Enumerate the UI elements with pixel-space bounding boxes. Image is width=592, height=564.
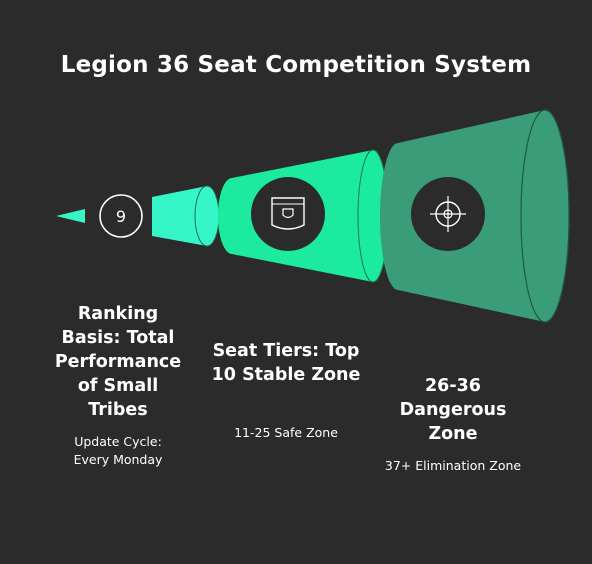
svg-text:9: 9 xyxy=(116,207,126,226)
stage-1-heading: Ranking Basis: Total Performance of Smal… xyxy=(54,304,182,420)
stage-3-heading: 26-36 Dangerous Zone xyxy=(399,376,507,444)
diagram-title: Legion 36 Seat Competition System xyxy=(60,52,532,78)
target-crosshair-icon xyxy=(411,177,485,251)
funnel-segment-1 xyxy=(152,185,220,247)
stage-3-note: 37+ Elimination Zone xyxy=(384,458,522,473)
funnel-tip xyxy=(56,209,85,223)
stage-2-heading: Seat Tiers: Top 10 Stable Zone xyxy=(211,341,361,385)
shield-badge-icon xyxy=(251,177,325,251)
number-nine-icon: 9 xyxy=(99,194,143,238)
stage-2-note: 11-25 Safe Zone xyxy=(234,425,338,440)
stage-1-note: Update Cycle: Every Monday xyxy=(73,434,163,467)
